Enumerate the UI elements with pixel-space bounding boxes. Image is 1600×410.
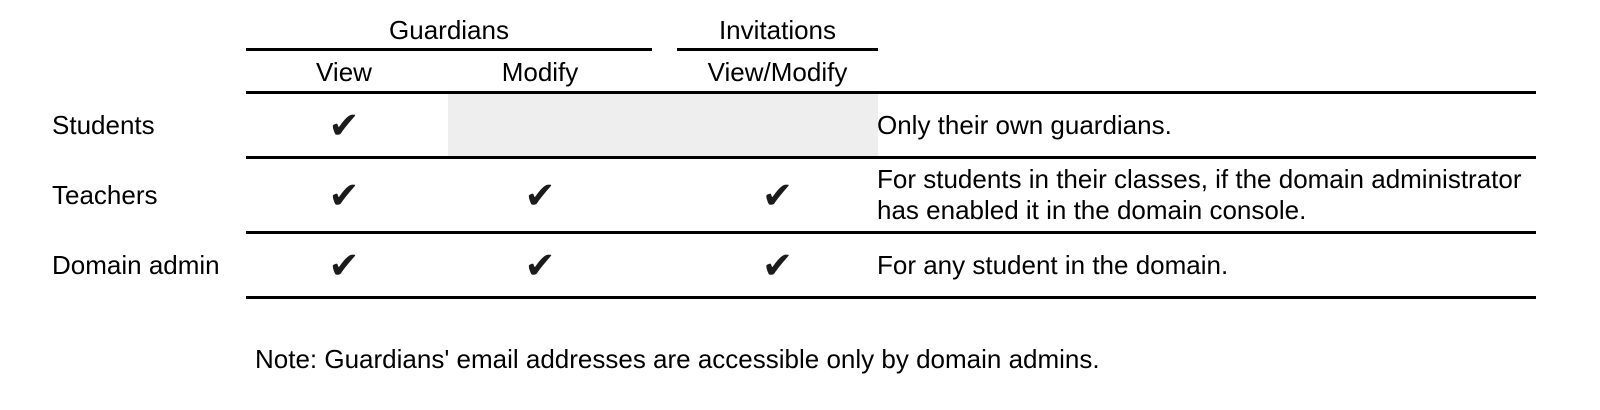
row-note: Only their own guardians. — [877, 94, 1537, 156]
note-line: Only their own guardians. — [877, 109, 1172, 140]
invitations-underline — [677, 48, 878, 51]
cell-view-modify: ✔ — [677, 234, 878, 296]
row-note: For students in their classes, if the do… — [877, 159, 1537, 231]
cell-view: ✔ — [246, 234, 442, 296]
note-line: For any student in the domain. — [877, 249, 1229, 280]
row-label: Domain admin — [52, 249, 220, 280]
cell-modify — [442, 94, 638, 156]
guardians-underline — [246, 48, 652, 51]
column-group-invitations: Invitations — [718, 15, 837, 45]
header-rule — [246, 91, 1536, 94]
cell-view-modify — [677, 94, 878, 156]
check-icon: ✔ — [761, 243, 793, 287]
table-row: Domain admin ✔ ✔ ✔ For any student in th… — [0, 234, 1600, 296]
table-row: Students ✔ Only their own guardians. — [0, 94, 1600, 156]
check-icon: ✔ — [761, 173, 793, 217]
column-header-view-modify: View/Modify — [707, 57, 848, 87]
cell-modify: ✔ — [442, 159, 638, 231]
footnote: Note: Guardians' email addresses are acc… — [255, 344, 1100, 374]
note-line: For students in their classes, if the do… — [877, 164, 1522, 194]
check-icon: ✔ — [328, 103, 360, 147]
note-line: has enabled it in the domain console. — [877, 195, 1307, 225]
check-icon: ✔ — [328, 243, 360, 287]
row-label: Students — [52, 109, 155, 140]
table-row: Teachers ✔ ✔ ✔ For students in their cla… — [0, 159, 1600, 231]
row-label: Teachers — [52, 179, 158, 210]
cell-view: ✔ — [246, 159, 442, 231]
cell-view: ✔ — [246, 94, 442, 156]
disabled-cell — [448, 94, 878, 156]
check-icon: ✔ — [524, 173, 556, 217]
cell-view-modify: ✔ — [677, 159, 878, 231]
row-rule — [246, 231, 1536, 234]
column-header-view: View — [316, 57, 372, 87]
column-header-modify: Modify — [501, 57, 579, 87]
check-icon: ✔ — [328, 173, 360, 217]
row-rule — [246, 296, 1536, 299]
check-icon: ✔ — [524, 243, 556, 287]
column-group-guardians: Guardians — [389, 15, 509, 45]
cell-modify: ✔ — [442, 234, 638, 296]
row-note: For any student in the domain. — [877, 234, 1537, 296]
row-rule — [246, 156, 1536, 159]
